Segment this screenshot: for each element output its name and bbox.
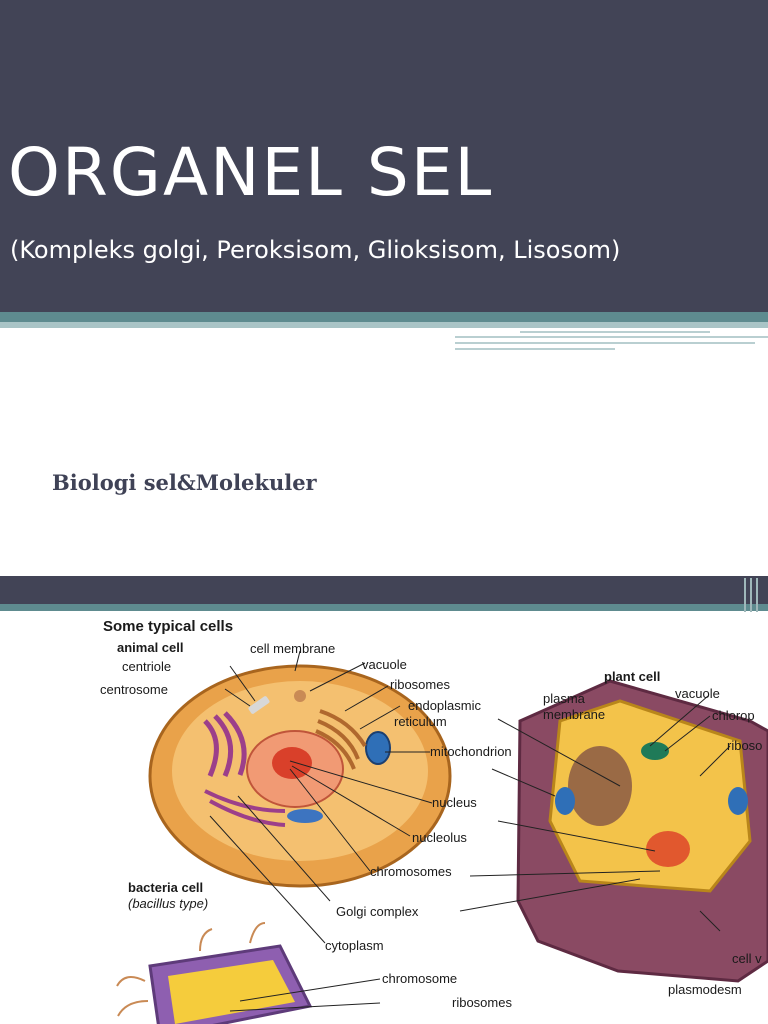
label-centrosome: centrosome (100, 682, 168, 697)
label-vacuole-animal: vacuole (362, 657, 407, 672)
label-cytoplasm: cytoplasm (325, 938, 384, 953)
label-chromosomes: chromosomes (370, 864, 452, 879)
decor-line (455, 342, 755, 344)
label-centriole: centriole (122, 659, 171, 674)
decor-line (455, 348, 615, 350)
bacteria-cell-label: bacteria cell (128, 880, 203, 895)
decor-vline (744, 578, 746, 612)
label-cell-membrane: cell membrane (250, 641, 335, 656)
animal-cell-label: animal cell (117, 640, 183, 655)
label-cell-wall: cell v (732, 951, 762, 966)
slide-subtitle: (Kompleks golgi, Peroksisom, Glioksisom,… (10, 236, 621, 264)
animal-cell-illustration (148, 664, 452, 888)
accent-band-light (0, 322, 768, 328)
label-nucleus: nucleus (432, 795, 477, 810)
label-mitochondrion: mitochondrion (430, 744, 512, 759)
slide-title: ORGANEL SEL (8, 134, 494, 211)
slide2-header (0, 576, 768, 604)
bacteria-illustration (116, 922, 313, 1024)
label-vacuole-plant: vacuole (675, 686, 720, 701)
diagram-heading: Some typical cells (103, 618, 233, 635)
label-nucleolus: nucleolus (412, 830, 467, 845)
label-ribosomes-bacteria: ribosomes (452, 995, 512, 1010)
label-er-line1: endoplasmic (408, 698, 481, 713)
label-chloroplast: chlorop (712, 708, 755, 723)
cell-diagram: Some typical cells animal cell cell memb… (100, 618, 768, 1024)
decor-line (455, 336, 768, 338)
plant-cell-illustration (516, 679, 768, 983)
label-ribosomes-plant: riboso (727, 738, 762, 753)
slide2-accent-band (0, 604, 768, 611)
label-ribosomes-animal: ribosomes (390, 677, 450, 692)
course-name: Biologi sel&Molekuler (52, 470, 317, 495)
label-plasmodesmata: plasmodesm (668, 982, 742, 997)
label-chromosome: chromosome (382, 971, 457, 986)
label-plasma-line1: plasma (543, 691, 586, 706)
title-slide-header: ORGANEL SEL (Kompleks golgi, Peroksisom,… (0, 0, 768, 312)
decor-vline (756, 578, 758, 612)
leader-lines (209, 650, 731, 1012)
accent-band (0, 312, 768, 322)
label-golgi: Golgi complex (336, 904, 419, 919)
plant-cell-label: plant cell (604, 669, 660, 684)
label-plasma-line2: membrane (543, 707, 605, 722)
decor-line (520, 331, 710, 333)
decor-vline (750, 578, 752, 612)
label-er-line2: reticulum (394, 714, 447, 729)
bacteria-type-label: (bacillus type) (128, 896, 208, 911)
